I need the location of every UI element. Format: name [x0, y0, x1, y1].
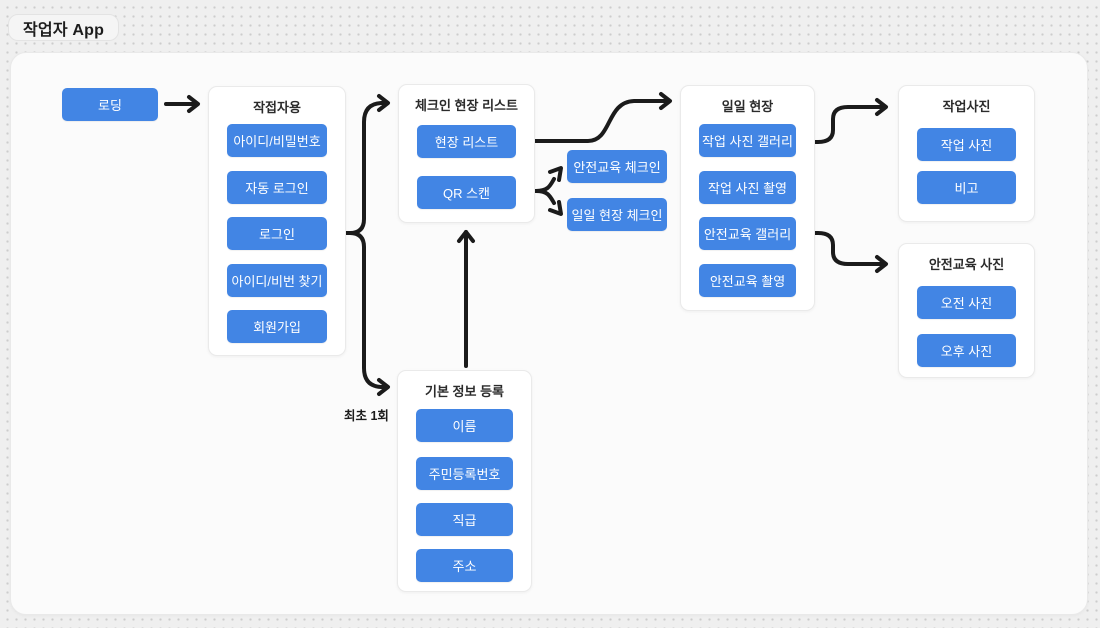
page-title: 작업자 App [23, 21, 105, 39]
card-checkin-site-list-title: 체크인 현장 리스트 [415, 97, 518, 113]
node-work-photo[interactable]: 작업 사진 [917, 128, 1016, 161]
card-safety-training-photo[interactable]: 안전교육 사진 오전 사진 오후 사진 [898, 243, 1035, 378]
node-loading[interactable]: 로딩 [62, 88, 158, 121]
node-resident-number[interactable]: 주민등록번호 [416, 457, 513, 490]
node-afternoon-photo[interactable]: 오후 사진 [917, 334, 1016, 367]
node-morning-photo[interactable]: 오전 사진 [917, 286, 1016, 319]
card-daily-site-title: 일일 현장 [721, 98, 774, 114]
node-name[interactable]: 이름 [416, 409, 513, 442]
node-signup[interactable]: 회원가입 [227, 310, 327, 343]
node-work-photo-capture[interactable]: 작업 사진 촬영 [699, 171, 796, 204]
node-find-credentials[interactable]: 아이디/비번 찾기 [227, 264, 327, 297]
page-title-pill: 작업자 App [8, 14, 120, 41]
node-site-list[interactable]: 현장 리스트 [417, 125, 516, 158]
label-first-time: 최초 1회 [344, 409, 389, 423]
card-work-photo[interactable]: 작업사진 작업 사진 비고 [898, 85, 1035, 222]
node-id-password[interactable]: 아이디/비밀번호 [227, 124, 327, 157]
card-basic-info-title: 기본 정보 등록 [425, 383, 504, 399]
card-basic-info[interactable]: 기본 정보 등록 이름 주민등록번호 직급 주소 [397, 370, 532, 592]
card-worker-login-title: 작접자용 [253, 99, 301, 115]
card-safety-training-photo-title: 안전교육 사진 [928, 256, 1005, 272]
node-note[interactable]: 비고 [917, 171, 1016, 204]
node-safety-training-checkin[interactable]: 안전교육 체크인 [567, 150, 667, 183]
node-work-photo-gallery[interactable]: 작업 사진 갤러리 [699, 124, 796, 157]
node-address[interactable]: 주소 [416, 549, 513, 582]
node-qr-scan[interactable]: QR 스캔 [417, 176, 516, 209]
node-auto-login[interactable]: 자동 로그인 [227, 171, 327, 204]
node-safety-capture[interactable]: 안전교육 촬영 [699, 264, 796, 297]
node-safety-gallery[interactable]: 안전교육 갤러리 [699, 217, 796, 250]
card-worker-login[interactable]: 작접자용 아이디/비밀번호 자동 로그인 로그인 아이디/비번 찾기 회원가입 [208, 86, 346, 356]
node-login[interactable]: 로그인 [227, 217, 327, 250]
node-rank[interactable]: 직급 [416, 503, 513, 536]
card-checkin-site-list[interactable]: 체크인 현장 리스트 현장 리스트 QR 스캔 [398, 84, 535, 223]
card-work-photo-title: 작업사진 [942, 98, 991, 114]
card-daily-site[interactable]: 일일 현장 작업 사진 갤러리 작업 사진 촬영 안전교육 갤러리 안전교육 촬… [680, 85, 815, 311]
node-daily-site-checkin[interactable]: 일일 현장 체크인 [567, 198, 667, 231]
